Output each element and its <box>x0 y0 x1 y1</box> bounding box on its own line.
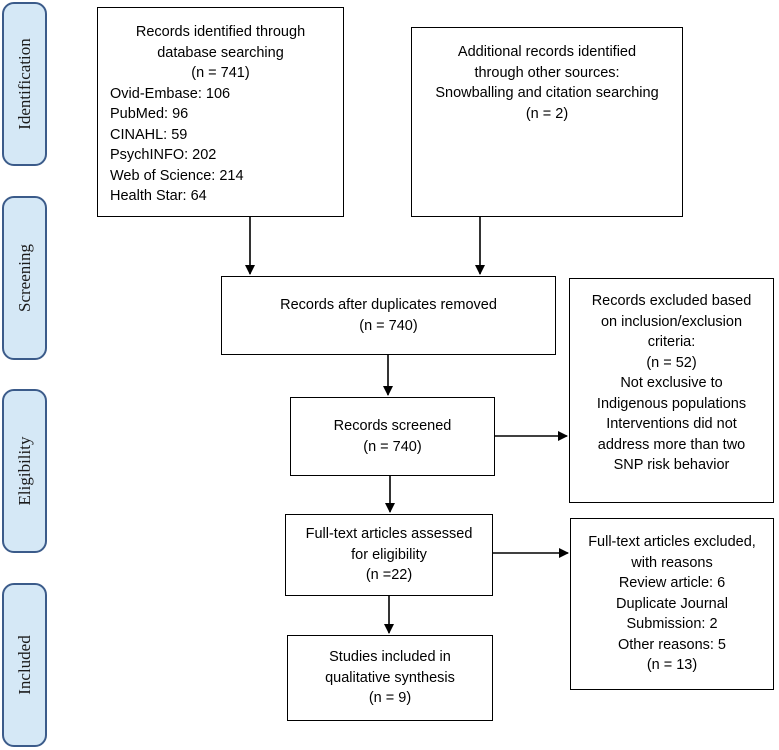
ft-excluded-duplicate-b: Submission: 2 <box>626 616 718 633</box>
phase-label-screening: Screening <box>14 244 34 312</box>
included-line-2: qualitative synthesis <box>325 669 455 686</box>
box-database-records: Records identified through database sear… <box>97 7 344 217</box>
excluded-reason-1b: Indigenous populations <box>596 395 747 412</box>
box-fulltext-excluded: Full-text articles excluded, with reason… <box>570 518 774 690</box>
additional-line-3: Snowballing and citation searching <box>435 85 659 101</box>
assessed-count: (n =22) <box>365 567 413 584</box>
phase-identification: Identification <box>2 2 47 166</box>
duplicates-count: (n = 740) <box>359 317 418 334</box>
duplicates-line-1: Records after duplicates removed <box>280 297 497 313</box>
excluded-reason-1a: Not exclusive to <box>620 375 723 391</box>
screened-line-1: Records screened <box>333 418 452 434</box>
phase-eligibility: Eligibility <box>2 389 47 553</box>
db-source-psychinfo: PsychINFO: 202 <box>110 147 217 163</box>
box-duplicates-removed: Records after duplicates removed (n = 74… <box>221 276 556 355</box>
screened-count: (n = 740) <box>363 438 422 455</box>
db-heading-line-1: Records identified through <box>135 24 306 40</box>
excluded-count: (n = 52) <box>646 354 697 371</box>
db-source-ovid-embase: Ovid-Embase: 106 <box>110 85 231 102</box>
included-count: (n = 9) <box>368 690 412 707</box>
phase-included: Included <box>2 583 47 747</box>
excluded-line-3: criteria: <box>647 334 696 350</box>
box-studies-included: Studies included in qualitative synthesi… <box>287 635 493 721</box>
assessed-line-2: for eligibility <box>351 546 427 563</box>
additional-line-2: through other sources: <box>474 64 620 81</box>
phase-label-eligibility: Eligibility <box>14 436 34 506</box>
db-source-pubmed: PubMed: 96 <box>110 106 189 122</box>
ft-excluded-line-1: Full-text articles excluded, <box>588 534 756 551</box>
phase-label-identification: Identification <box>14 38 34 130</box>
excluded-line-1: Records excluded based <box>591 293 752 309</box>
ft-excluded-count: (n = 13) <box>646 657 698 674</box>
excluded-reason-2b: address more than two <box>597 436 746 453</box>
box-records-excluded: Records excluded based on inclusion/excl… <box>569 278 774 503</box>
ft-excluded-line-2: with reasons <box>631 554 713 571</box>
additional-line-1: Additional records identified <box>457 44 637 60</box>
ft-excluded-other: Other reasons: 5 <box>618 636 726 653</box>
assessed-line-1: Full-text articles assessed <box>305 526 473 543</box>
box-fulltext-assessed: Full-text articles assessed for eligibil… <box>285 514 493 596</box>
db-source-health-star: Health Star: 64 <box>110 188 207 204</box>
excluded-reason-2a: Interventions did not <box>606 416 737 432</box>
included-line-1: Studies included in <box>329 649 451 666</box>
db-source-web-of-science: Web of Science: 214 <box>110 167 244 184</box>
box-additional-records: Additional records identified through ot… <box>411 27 683 217</box>
db-heading-count: (n = 741) <box>191 65 250 81</box>
ft-excluded-duplicate-a: Duplicate Journal <box>615 595 729 612</box>
excluded-line-2: on inclusion/exclusion <box>600 313 743 330</box>
phase-label-included: Included <box>14 635 34 695</box>
db-heading-line-2: database searching <box>157 44 284 61</box>
db-source-cinahl: CINAHL: 59 <box>110 126 188 143</box>
excluded-reason-2c: SNP risk behavior <box>613 457 730 473</box>
phase-screening: Screening <box>2 196 47 360</box>
additional-count: (n = 2) <box>525 105 569 122</box>
ft-excluded-review: Review article: 6 <box>618 575 726 592</box>
box-records-screened: Records screened (n = 740) <box>290 397 495 476</box>
